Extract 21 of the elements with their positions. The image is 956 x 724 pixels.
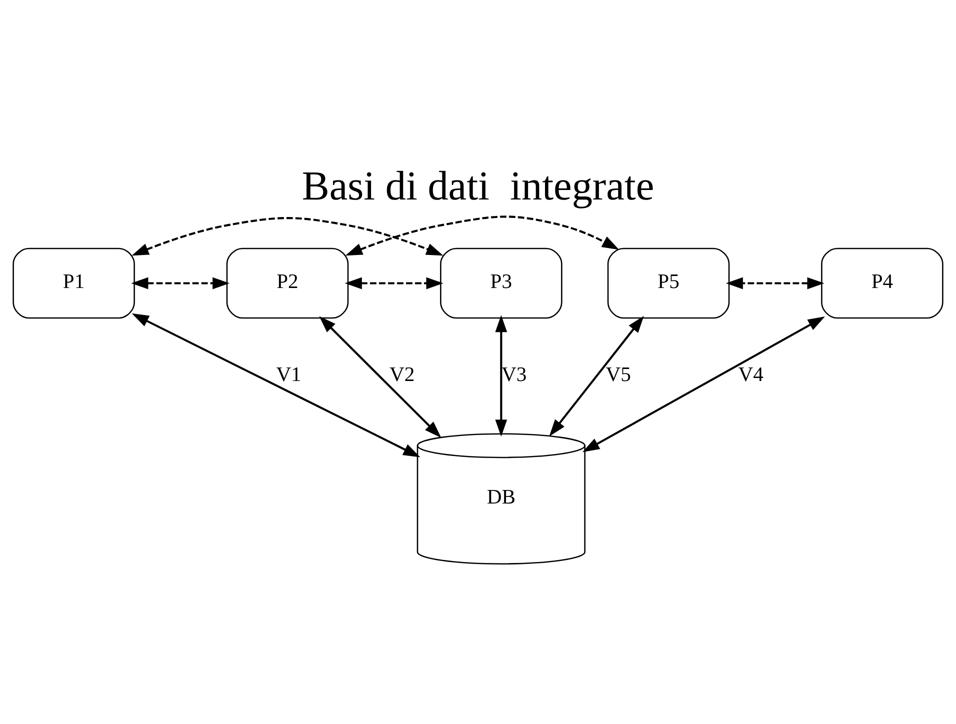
node-box: P4 xyxy=(821,247,944,318)
edge-label: V2 xyxy=(389,363,415,386)
edge-label: V5 xyxy=(606,363,631,386)
arrow xyxy=(131,276,230,289)
node-box: P5 xyxy=(607,247,730,318)
arrow xyxy=(549,315,644,436)
node-box: P3 xyxy=(440,247,562,318)
arrow xyxy=(345,215,620,256)
arrow xyxy=(319,316,442,438)
node-box: P2 xyxy=(226,247,349,318)
arrow xyxy=(582,316,825,452)
arrow xyxy=(344,276,444,289)
arrow xyxy=(132,312,420,457)
edge-label: V4 xyxy=(738,363,764,386)
edge-label: V3 xyxy=(501,363,527,386)
arrow xyxy=(726,276,824,289)
diagram-title: Basi di dati integrate xyxy=(302,162,654,208)
edge-label: V1 xyxy=(276,363,302,386)
arrow xyxy=(495,314,508,436)
node-box: P1 xyxy=(12,247,135,318)
arrow xyxy=(132,216,444,256)
